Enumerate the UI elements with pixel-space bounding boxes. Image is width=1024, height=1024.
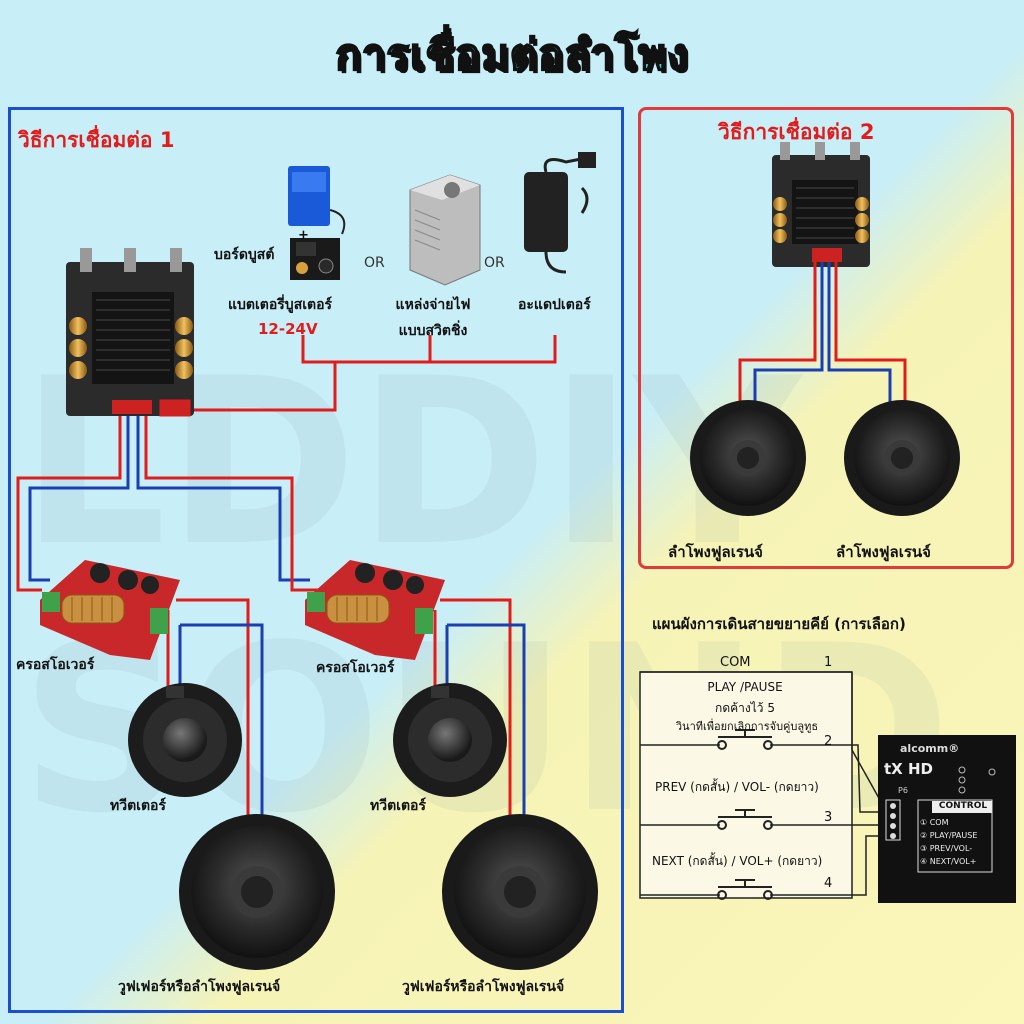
- or-label-1: OR: [364, 255, 385, 271]
- page-title: การเชื่อมต่อลำโพง: [335, 29, 689, 80]
- control-pin-list: ① COM ② PLAY/PAUSE ③ PREV/VOL- ④ NEXT/VO…: [920, 816, 977, 868]
- amplifier-board-1: [66, 248, 194, 417]
- crossover-right-label: ครอสโอเวอร์: [316, 660, 395, 676]
- module-brand: alcomm®: [900, 742, 960, 755]
- voltage-label: 12-24V: [258, 320, 318, 338]
- booster-board-label: บอร์ดบูสต์: [214, 247, 275, 263]
- module-p6-label: P6: [898, 786, 908, 795]
- battery-pack: [288, 166, 346, 235]
- key-diagram-heading: แผนผังการเดินสายขยายคีย์ (การเลือก): [652, 615, 906, 633]
- battery-booster-label: แบตเตอรี่บูสเตอร์: [228, 297, 333, 313]
- method-1-panel: [8, 107, 624, 1013]
- fullrange-left-speaker: [690, 400, 806, 516]
- or-label-2: OR: [484, 255, 505, 271]
- play-unpair-label: วินาทีเพื่อยกเลิกการจับคู่บลูทูธ: [675, 720, 819, 733]
- prev-label: PREV (กดสั้น) / VOL- (กดยาว): [655, 780, 819, 794]
- pin-number-1: 1: [824, 655, 833, 670]
- switching-supply-label-1: แหล่งจ่ายไฟ: [395, 297, 471, 313]
- tweeter-right-label: ทวีตเตอร์: [370, 798, 426, 814]
- method2-wires: [738, 262, 907, 410]
- bluetooth-module-board: [878, 735, 1016, 903]
- amp-to-crossover-wires: [16, 415, 318, 592]
- method-2-heading: วิธีการเชื่อมต่อ 2: [718, 120, 875, 144]
- booster-board: [290, 238, 340, 280]
- woofer-right-label: วูฟเฟอร์หรือลำโพงฟูลเรนจ์: [402, 979, 565, 995]
- control-pin-prev: ③ PREV/VOL-: [920, 844, 973, 853]
- woofer-left-speaker: [179, 814, 335, 970]
- pin-number-2: 2: [824, 734, 833, 749]
- adapter-label: อะแดปเตอร์: [518, 297, 591, 313]
- control-pin-com: ① COM: [920, 818, 949, 827]
- module-model: tX HD: [884, 760, 933, 778]
- play-hold-label: กดค้างไว้ 5: [715, 701, 775, 715]
- tweeter-right-speaker: [393, 683, 507, 797]
- push-button-switches: [717, 729, 773, 900]
- switching-power-supply: [409, 174, 481, 286]
- right-crossover-outputs: [433, 598, 526, 820]
- pin-number-4: 4: [824, 876, 833, 891]
- crossover-left-board: [40, 560, 180, 660]
- crossover-left-label: ครอสโอเวอร์: [16, 657, 95, 673]
- method-1-heading: วิธีการเชื่อมต่อ 1: [18, 128, 175, 152]
- tweeter-left-label: ทวีตเตอร์: [110, 798, 166, 814]
- power-adapter: [524, 152, 596, 274]
- tweeter-left-speaker: [128, 683, 242, 797]
- control-pin-play: ② PLAY/PAUSE: [920, 831, 978, 840]
- amplifier-board-2: [772, 142, 870, 267]
- com-label: COM: [720, 655, 751, 670]
- fullrange-right-label: ลำโพงฟูลเรนจ์: [836, 543, 931, 561]
- crossover-right-board: [305, 560, 445, 660]
- switching-supply-label-2: แบบสวิตชิ่ง: [398, 323, 468, 339]
- control-pin-next: ④ NEXT/VOL+: [920, 857, 977, 866]
- play-pause-label: PLAY /PAUSE: [707, 680, 783, 694]
- plus-sign: +: [298, 228, 309, 243]
- control-header: CONTROL: [938, 801, 988, 811]
- method-2-panel: [638, 107, 1014, 569]
- fullrange-left-label: ลำโพงฟูลเรนจ์: [668, 543, 763, 561]
- woofer-left-label: วูฟเฟอร์หรือลำโพงฟูลเรนจ์: [118, 979, 281, 995]
- fullrange-right-speaker: [844, 400, 960, 516]
- key-diagram-box: [639, 671, 853, 899]
- power-wire: [190, 335, 557, 412]
- pin-number-3: 3: [824, 810, 833, 825]
- key-diagram-lines: [640, 671, 884, 896]
- next-label: NEXT (กดสั้น) / VOL+ (กดยาว): [652, 854, 823, 868]
- woofer-right-speaker: [442, 814, 598, 970]
